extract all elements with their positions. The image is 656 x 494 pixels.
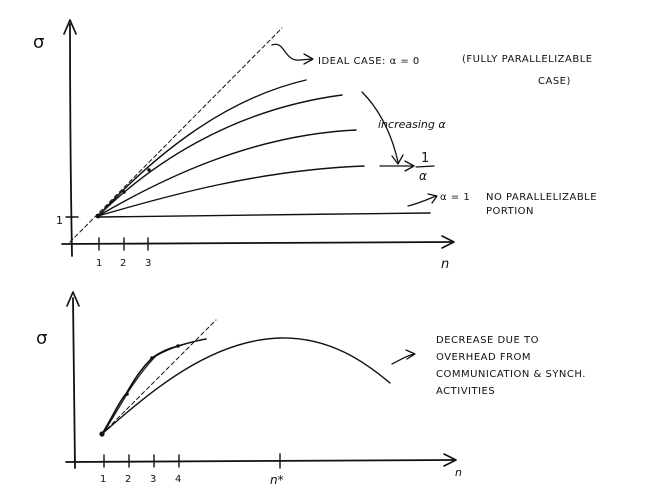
ideal-case-paren-1: (FULLY PARALLELIZABLE — [462, 54, 593, 65]
top-x-tick-1: 1 — [96, 258, 102, 269]
top-x-label: n — [441, 257, 449, 272]
increasing-alpha-label: increasing α — [378, 118, 446, 131]
ideal-pointer — [271, 43, 313, 61]
top-x-tick-2: 2 — [120, 258, 126, 269]
ideal-case-paren-2: CASE) — [538, 76, 571, 87]
top-ideal-dashed-line — [69, 27, 283, 243]
top-y-axis — [69, 23, 73, 257]
top-y-label: σ — [33, 32, 44, 53]
bottom-point-2 — [125, 392, 129, 396]
top-x-arrow — [441, 235, 455, 249]
increasing-arrow — [361, 91, 399, 163]
decrease-pointer-head — [405, 349, 416, 360]
bottom-ideal-dashed-line — [101, 319, 217, 435]
ideal-case-label: IDEAL CASE: α = 0 — [318, 56, 420, 67]
n-star-label: n* — [270, 473, 284, 487]
decrease-note-2: OVERHEAD FROM — [436, 352, 531, 363]
decrease-note-1: DECREASE DUE TO — [436, 335, 539, 346]
bottom-y-arrow — [66, 291, 80, 307]
top-curve-4 — [97, 165, 365, 217]
bottom-point-4 — [176, 344, 180, 348]
inv-alpha-num: 1 — [421, 151, 429, 166]
decrease-pointer — [391, 353, 415, 365]
top-y-arrow — [63, 19, 77, 35]
top-curve-2 — [97, 94, 343, 217]
top-graph: σ n 1 1 2 3 IDEAL CASE: α = 0 (FULLY PAR… — [33, 19, 597, 272]
alpha-one-label: α = 1 — [440, 192, 470, 203]
bottom-x-axis — [65, 459, 455, 463]
alpha-one-pointer — [407, 195, 437, 207]
top-x-tick-3: 3 — [145, 258, 151, 269]
bottom-point-3 — [150, 356, 154, 360]
increasing-arrow-head — [391, 154, 404, 165]
bottom-x-tick-4: 4 — [175, 474, 181, 485]
bottom-x-arrow — [443, 453, 457, 467]
bottom-x-ticks — [103, 453, 281, 469]
top-point-2 — [122, 190, 126, 194]
bottom-y-label: σ — [36, 328, 47, 349]
top-x-axis — [61, 241, 453, 245]
alpha-one-pointer-head — [427, 193, 438, 204]
top-x-ticks — [98, 237, 149, 251]
bottom-x-label: n — [455, 466, 462, 479]
top-curve-alpha-1 — [97, 212, 431, 218]
ideal-pointer-head — [303, 53, 314, 65]
decrease-note-4: ACTIVITIES — [436, 386, 495, 397]
no-parallel-line-2: PORTION — [486, 206, 534, 217]
bottom-x-tick-2: 2 — [125, 474, 131, 485]
no-parallel-line-1: NO PARALLELIZABLE — [486, 192, 597, 203]
bottom-point-1 — [99, 431, 105, 437]
bottom-overhead-curve — [101, 337, 391, 435]
inv-alpha-bar — [415, 165, 435, 168]
inv-alpha-den: α — [419, 169, 427, 183]
bottom-x-tick-1: 1 — [100, 474, 106, 485]
top-point-1 — [95, 213, 101, 219]
inv-alpha-pointer-head — [404, 160, 415, 172]
top-point-3 — [147, 168, 151, 172]
top-curve-alpha-0 — [97, 79, 307, 217]
top-y-tick-label: 1 — [56, 214, 63, 227]
bottom-near-ideal-curve-2 — [103, 344, 183, 433]
top-curve-3 — [97, 129, 357, 217]
bottom-graph: σ n 1 2 3 4 n* DECREASE DUE TO OVERHEAD … — [36, 291, 586, 487]
bottom-y-axis — [72, 297, 76, 469]
decrease-note-3: COMMUNICATION & SYNCH. — [436, 369, 586, 380]
bottom-x-tick-3: 3 — [150, 474, 156, 485]
